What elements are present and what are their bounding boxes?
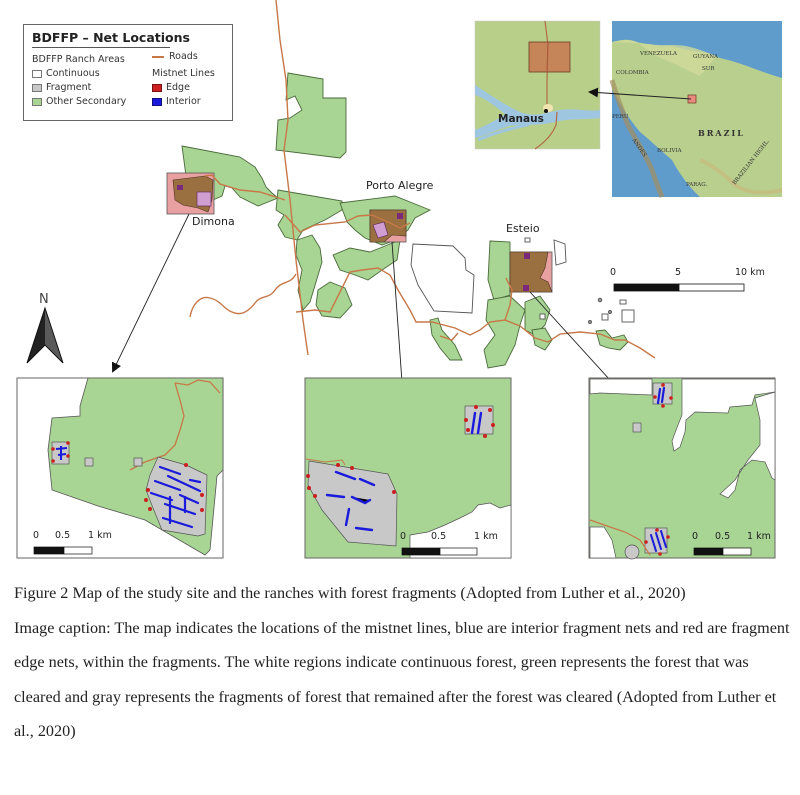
continuous-swatch-icon — [32, 70, 42, 78]
road-line-icon — [152, 56, 164, 58]
regional-inset-map — [474, 20, 601, 150]
porto-alegre-detail-panel — [304, 377, 512, 559]
esteio-scale-tick-1: 1 km — [747, 531, 771, 542]
inset-arrow — [588, 87, 692, 100]
porto-alegre-scale-tick-0: 0 — [400, 531, 407, 542]
legend-title: BDFFP – Net Locations — [32, 30, 190, 48]
porto-alegre-leader-arrow — [391, 241, 408, 398]
svg-text:BRAZIL: BRAZIL — [698, 128, 745, 138]
legend-item-other-secondary: Other Secondary — [32, 95, 152, 109]
main-scale-tick-0: 0 — [610, 267, 617, 278]
legend-item-edge: Edge — [152, 81, 215, 95]
north-arrow-icon — [26, 306, 64, 364]
continent-inset-map: VENEZUELA GUYANA SUR COLOMBIA PERU BRAZI… — [609, 21, 783, 198]
mistnet-heading: Mistnet Lines — [152, 68, 215, 79]
porto-alegre-scale-tick-1: 1 km — [474, 531, 498, 542]
dimona-scale-tick-0: 0 — [33, 530, 40, 541]
legend-item-interior: Interior — [152, 95, 215, 109]
map-legend: BDFFP – Net Locations BDFFP Ranch Areas … — [23, 24, 233, 121]
ranch-boxes — [166, 172, 553, 293]
map-graphics: Manaus VENEZUELA GUYANA SUR COLOMBIA PER… — [16, 0, 783, 560]
continuous-forest-areas — [410, 237, 635, 324]
svg-text:PARAG.: PARAG. — [686, 182, 707, 188]
svg-text:VENEZUELA: VENEZUELA — [639, 51, 678, 57]
svg-text:SUR: SUR — [702, 66, 715, 72]
dimona-scale-tick-05: 0.5 — [55, 530, 71, 541]
site-label-dimona: Dimona — [192, 215, 235, 228]
image-caption-text: Image caption: The map indicates the loc… — [14, 618, 790, 741]
legend-item-roads: Roads — [152, 50, 215, 64]
figure-title: Figure 2 Map of the study site and the r… — [14, 584, 686, 602]
esteio-scale-tick-0: 0 — [692, 531, 699, 542]
svg-text:COLOMBIA: COLOMBIA — [616, 70, 650, 76]
main-scale-tick-5: 5 — [675, 267, 682, 278]
legend-item-fragment: Fragment — [32, 81, 152, 95]
fragment-swatch-icon — [32, 84, 42, 92]
site-label-porto-alegre: Porto Alegre — [366, 179, 434, 192]
esteio-detail-panel — [588, 377, 776, 560]
main-scale-bar — [613, 283, 745, 292]
dimona-leader-arrow — [111, 213, 190, 373]
legend-item-continuous: Continuous — [32, 67, 152, 81]
map-figure: Manaus VENEZUELA GUYANA SUR COLOMBIA PER… — [16, 0, 783, 560]
esteio-scale-tick-05: 0.5 — [715, 531, 731, 542]
dimona-scale-tick-1: 1 km — [88, 530, 112, 541]
dimona-detail-panel — [16, 377, 224, 559]
figure-caption: Figure 2 Map of the study site and the r… — [14, 576, 794, 749]
manaus-label: Manaus — [498, 113, 544, 125]
ranch-areas-heading: BDFFP Ranch Areas — [32, 54, 125, 65]
svg-text:PERU: PERU — [612, 114, 629, 120]
svg-text:BOLIVIA: BOLIVIA — [657, 148, 683, 154]
main-scale-tick-10: 10 km — [735, 267, 765, 278]
svg-text:GUYANA: GUYANA — [693, 54, 719, 60]
north-label: N — [39, 292, 49, 307]
site-label-esteio: Esteio — [506, 222, 540, 235]
secondary-swatch-icon — [32, 98, 42, 106]
interior-swatch-icon — [152, 98, 162, 106]
porto-alegre-scale-tick-05: 0.5 — [431, 531, 447, 542]
roads — [189, 0, 656, 359]
edge-swatch-icon — [152, 84, 162, 92]
